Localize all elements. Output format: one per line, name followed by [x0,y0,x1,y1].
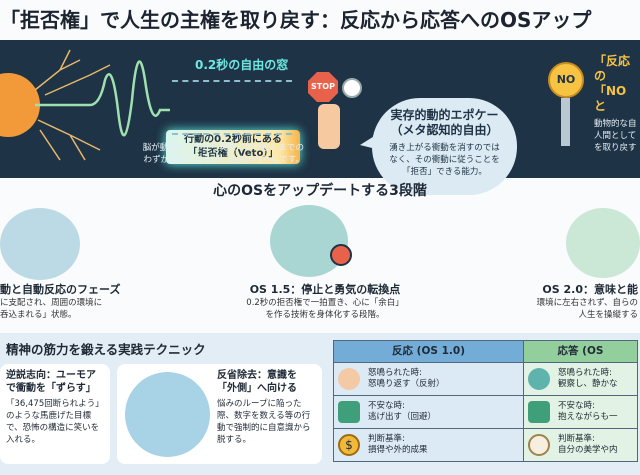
stage-desc: 0.2秒の拒否権で一拍置き、心に「余白」 [246,298,404,308]
cell-value: 損得や外的成果 [368,445,428,455]
reaction-cell: 怒鳴られた時:怒鳴り返す（反射） [333,362,524,396]
technique-card: 反省除去：意識を 「外側」へ向ける 悩みのループに陥った際、数字を数える等の行動… [117,364,322,464]
pause-icon [330,244,352,266]
response-cell: 不安な時:抱えながらも一 [523,395,638,429]
technique-title: で衝動を「ずらす」 [6,383,96,394]
technique-desc: 「36,475回断られよう」のような馬鹿げた目標で、恐怖の構造に笑いを入れる。 [6,399,104,445]
coin-icon: $ [338,434,360,456]
divider [172,80,292,82]
response-cell: 判断基準:自分の美学や内 [523,428,638,462]
stage-os15: OS 1.5：停止と勇気の転換点 0.2秒の拒否権で一拍置き、心に「余白」 を作… [215,283,435,321]
bubble-text: 「拒否」できる能力。 [402,167,487,177]
stage-os1: 動と自動反応のフェーズ に支配され、周囲の環境に 呑込まれる」状態。 [0,283,140,321]
stage-title: OS 1.5：停止と勇気の転換点 [249,283,401,296]
right-text-line: 人間として [594,131,637,141]
right-text: 動物的な自 人間として を取り戻す [594,118,638,154]
right-title-line: 「NOと [594,84,627,113]
angry-face-icon [338,368,360,390]
key-icon: NO [548,62,584,98]
right-title-line: 「反応の [594,54,631,83]
veto-caption: 脳が動き出してから実際に体が動くまでの わずかな瞬間こそが、自由の在り処です。 [132,142,304,166]
divider [172,133,292,135]
right-column: 「反応の 「NOと 動物的な自 人間として を取り戻す [594,54,638,154]
cell-label: 判断基準: [558,434,595,444]
response-cell: 怒鳴られた時:観察し、静かな [523,362,638,396]
key-shaft [561,98,570,146]
stage-desc: 環境に左右されず、自らの [536,298,638,308]
cell-value: 抱えながらも一 [558,412,618,422]
storm-illustration [0,208,80,280]
header-reaction: 反応 (OS 1.0) [333,340,524,363]
cell-label: 怒鳴られた時: [558,368,612,378]
cell-label: 怒鳴られた時: [368,368,422,378]
stage-desc: 人生を操縦する [578,310,638,320]
stage-desc: に支配され、周囲の環境に [0,298,103,308]
techniques-title: 精神の筋力を鍛える実践テクニック [6,342,206,357]
technique-desc: 悩みのループに陥った際、数字を数える等の行動で強制的に自意識から脱する。 [217,399,311,445]
hero-banner: 0.2秒の自由の窓 行動の0.2秒前にある 「拒否権（Veto）」 脳が動き出し… [0,40,640,195]
header-response: 応答 (OS [523,340,638,363]
technique-card: 逆説志向：ユーモア で衝動を「ずらす」 「36,475回断られよう」のような馬鹿… [0,364,110,464]
veto-box-line: 「拒否権（Veto）」 [187,148,279,159]
bubble-title: （メタ認知的自由） [390,123,499,137]
comparison-table: 反応 (OS 1.0) 応答 (OS 怒鳴られた時:怒鳴り返す（反射） 怒鳴られ… [333,340,638,462]
cell-label: 不安な時: [368,401,405,411]
standing-person-icon [528,401,550,423]
page-title: 「拒否権」で人生の主権を取り戻す：反応から応答へのOSアップ [0,8,592,32]
cell-value: 逃げ出す（回避） [368,412,437,422]
calm-person-icon [528,368,550,390]
mountain-illustration [125,372,210,457]
reaction-cell: 不安な時:逃げ出す（回避） [333,395,524,429]
brain-wave-illustration [0,49,170,161]
bubble-text: 湧き上がる衝動を消すのでは [389,143,500,153]
stopwatch-icon [342,78,362,98]
cell-label: 判断基準: [368,434,405,444]
right-text-line: を取り戻す [594,143,637,153]
veto-box: 行動の0.2秒前にある 「拒否権（Veto）」 [166,130,300,164]
stop-sign-icon: STOP [308,72,338,102]
stage-desc: を作る技術を身体化する段階。 [265,310,385,320]
veto-box-line: 行動の0.2秒前にある [184,134,282,145]
caption-line: 脳が動き出してから実際に体が動くまでの [142,143,304,153]
hand-icon [318,104,340,149]
right-title: 「反応の 「NOと [594,54,638,114]
stage-title: OS 2.0：意味と能 [542,283,638,296]
cell-value: 自分の美学や内 [558,445,618,455]
cell-value: 観察し、静かな [558,379,618,389]
stage-title: 動と自動反応のフェーズ [0,283,121,296]
caption-line: わずかな瞬間こそが、自由の在り処です。 [143,155,304,165]
compass-icon [528,434,550,456]
technique-title: 「外側」へ向ける [217,383,297,394]
veto-window-title: 0.2秒の自由の窓 [195,58,289,72]
bubble-text: なく、その衝動に従うことを [389,155,500,165]
cell-label: 不安な時: [558,401,595,411]
bubble-title: 実存的動的エポケー [390,108,499,122]
speech-bubble: 実存的動的エポケー （メタ認知的自由） 湧き上がる衝動を消すのでは なく、その衝… [372,98,517,195]
stage-os2: OS 2.0：意味と能 環境に左右されず、自らの 人生を操縦する [450,283,638,321]
right-text-line: 動物的な自 [594,119,637,129]
stage-desc: 呑込まれる」状態。 [0,310,77,320]
compass-illustration [566,208,640,278]
reaction-cell: $ 判断基準:損得や外的成果 [333,428,524,462]
cell-value: 怒鳴り返す（反射） [368,379,445,389]
pause-illustration [270,205,348,277]
technique-title: 反省除去：意識を [217,370,297,381]
technique-title: 逆説志向：ユーモア [6,370,96,381]
stages-title: 心のOSをアップデートする3段階 [213,183,427,199]
running-person-icon [338,401,360,423]
